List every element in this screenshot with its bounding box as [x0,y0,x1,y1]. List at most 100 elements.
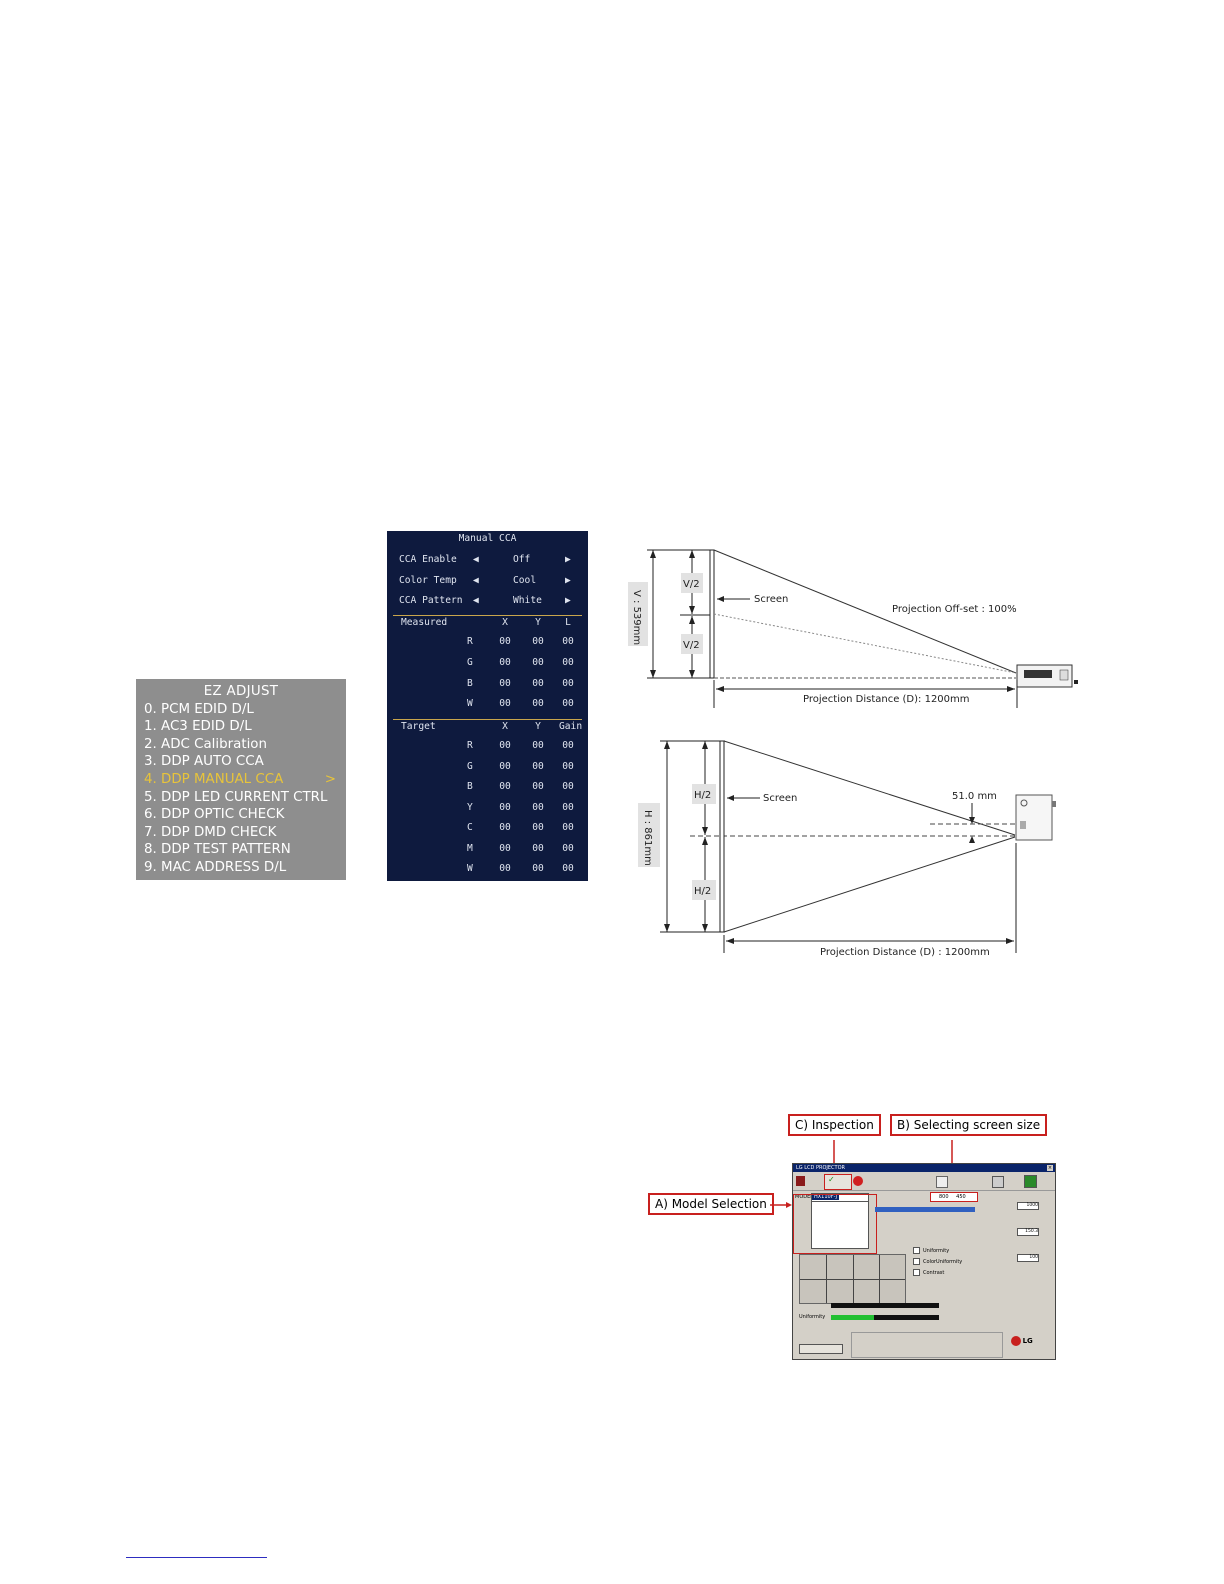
option-checkbox-row[interactable]: ColorUniformity [913,1257,975,1268]
screen-shape-bottom [719,740,725,933]
cca-value: 00 [562,822,574,833]
option-checkbox-row[interactable]: Uniformity [913,1246,975,1257]
cca-column-header: X [502,617,508,628]
inspection-software-figure: C) Inspection B) Selecting screen size A… [640,1110,1060,1365]
cca-value: 00 [499,842,511,854]
cca-color-label: B [467,677,473,689]
cca-value: 00 [532,677,544,689]
value-field[interactable]: 1000 [1017,1202,1039,1210]
cca-value: 00 [532,656,544,668]
value-field[interactable]: 100 [1017,1254,1039,1262]
screen-label-bottom: Screen [763,793,797,804]
cca-color-label: B [467,781,473,792]
chevron-right-icon[interactable]: ▶ [565,554,571,565]
cca-value: 00 [562,636,574,647]
cca-value: 00 [562,863,574,874]
cca-row[interactable]: Color Temp◀Cool▶ [387,575,588,589]
ez-adjust-item[interactable]: 0. PCM EDID D/L [144,701,254,717]
cca-setting-label: CCA Enable [399,554,457,565]
chevron-left-icon[interactable]: ◀ [473,574,479,586]
save-icon[interactable] [796,1176,805,1186]
ez-adjust-item[interactable]: 8. DDP TEST PATTERN [144,842,291,858]
software-window: LG LCD PROJECTOR × ✓ MODEL HX110F-J 800 … [792,1163,1056,1360]
h-width-label: H : 861mm [642,810,653,866]
measurement-grid [799,1254,906,1304]
h-half-label-top: H/2 [694,790,711,801]
cca-value: 00 [532,740,544,751]
checkbox[interactable] [913,1269,920,1276]
cca-value: 00 [532,636,544,647]
chevron-right-icon[interactable]: ▶ [565,574,571,586]
cca-value: 00 [562,801,574,813]
checkbox[interactable] [913,1258,920,1265]
cca-value: 00 [562,740,574,751]
screen-size-height: 450 [956,1194,966,1200]
cca-color-label: W [467,698,473,710]
cca-value: 00 [532,822,544,833]
inspect-button[interactable] [824,1174,852,1190]
cca-value: 00 [562,842,574,854]
divider [393,719,582,720]
ez-adjust-item[interactable]: 1. AC3 EDID D/L [144,719,252,735]
cca-row: C 00 00 00 [387,822,588,836]
chevron-left-icon[interactable]: ◀ [473,595,479,606]
cca-value: 00 [532,698,544,710]
footer-link-underline [126,1557,267,1558]
distance-label-bottom: Projection Distance (D) : 1200mm [820,947,990,958]
callout-screen-size: B) Selecting screen size [890,1114,1048,1136]
reset-button[interactable] [799,1344,843,1354]
offset-label: Projection Off-set : 100% [892,604,1017,615]
value-field[interactable]: 150.3 [1017,1228,1039,1236]
chevron-left-icon[interactable]: ◀ [473,554,479,565]
screen-size-width: 800 [939,1194,949,1200]
ez-adjust-item[interactable]: 6. DDP OPTIC CHECK [144,807,285,823]
right-panel: 1000 150.3 100 [979,1194,1055,1334]
cca-value: 00 [499,781,511,792]
close-icon[interactable]: × [1047,1165,1053,1171]
cca-color-label: G [467,656,473,668]
ez-adjust-title: EZ ADJUST [203,684,279,699]
ez-adjust-item[interactable]: 9. MAC ADDRESS D/L [144,859,287,875]
cca-value: 00 [499,656,511,668]
model-dropdown-list[interactable] [811,1201,869,1249]
print-icon[interactable] [992,1176,1004,1188]
software-toolbar: ✓ [793,1173,1055,1191]
section-bar [875,1207,975,1212]
ez-adjust-item[interactable]: 4. DDP MANUAL CCA> [144,771,336,787]
screen-shape [709,549,715,679]
uniformity-progress-fill [831,1315,875,1320]
cca-row[interactable]: CCA Enable◀Off▶ [387,554,588,568]
stop-icon[interactable] [853,1176,863,1186]
check-icon: ✓ [828,1175,835,1184]
option-checkbox-row[interactable]: Contrast [913,1268,975,1279]
exit-icon[interactable] [1024,1175,1037,1188]
v-height-label: V : 539mm [631,590,642,645]
ez-adjust-item[interactable]: 5. DDP LED CURRENT CTRL [144,789,328,805]
cca-color-label: G [467,760,473,772]
lg-logo-text: LG [1022,1337,1033,1345]
ez-adjust-item[interactable]: 3. DDP AUTO CCA [144,754,264,770]
screen-size-box[interactable]: 800 450 [930,1192,978,1202]
cca-column-header: Gain [559,721,583,732]
cca-value: 00 [499,822,511,833]
software-title: LG LCD PROJECTOR [796,1165,845,1171]
cca-row[interactable]: CCA Pattern◀White▶ [387,595,588,609]
checkbox[interactable] [913,1247,920,1254]
cca-setting-label: CCA Pattern [399,595,463,606]
hand-icon[interactable] [936,1176,948,1188]
cca-color-label: C [467,822,473,833]
checkbox-label: Contrast [923,1270,945,1276]
cca-color-label: R [467,636,473,647]
ez-adjust-item[interactable]: 2. ADC Calibration [144,736,267,752]
cca-value: 00 [499,863,511,874]
chevron-right-icon[interactable]: ▶ [565,595,571,606]
ez-adjust-item[interactable]: 7. DDP DMD CHECK [144,824,277,840]
cca-value: 00 [532,781,544,792]
